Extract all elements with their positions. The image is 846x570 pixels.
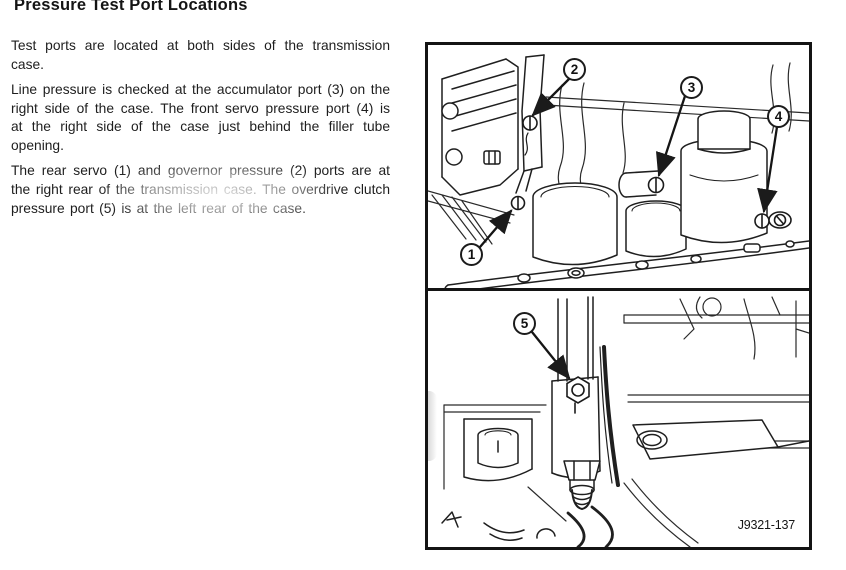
figure-id-label: J9321-137 bbox=[737, 518, 795, 532]
section-heading: Pressure Test Port Locations bbox=[14, 0, 248, 14]
body-paragraph-2: Line pressure is checked at the accumula… bbox=[11, 81, 390, 154]
body-text-column: Test ports are located at both sides of … bbox=[11, 37, 390, 225]
transmission-left-rear-line-art bbox=[441, 296, 809, 547]
transmission-right-side-line-art bbox=[428, 54, 809, 288]
callout-1-arrow bbox=[478, 209, 513, 249]
callout-4: 4 bbox=[767, 105, 790, 128]
callout-5-arrow bbox=[530, 330, 571, 380]
callout-2: 2 bbox=[563, 58, 586, 81]
body-paragraph-3: The rear servo (1) and governor pressure… bbox=[11, 163, 390, 216]
callout-4-arrow bbox=[757, 125, 779, 214]
callout-3: 3 bbox=[680, 76, 703, 99]
figure-pressure-test-ports: 1 2 3 4 bbox=[425, 42, 812, 550]
callout-5: 5 bbox=[513, 312, 536, 335]
figure-panel-right-side: 1 2 3 4 bbox=[428, 45, 809, 288]
figure-panel-divider bbox=[428, 288, 809, 291]
callout-2-arrow bbox=[531, 76, 572, 117]
callout-3-arrow bbox=[655, 94, 687, 178]
callout-1: 1 bbox=[460, 243, 483, 266]
body-paragraph-1: Test ports are located at both sides of … bbox=[11, 38, 390, 72]
figure-panel-left-rear: 5 J9321-137 bbox=[428, 291, 809, 547]
